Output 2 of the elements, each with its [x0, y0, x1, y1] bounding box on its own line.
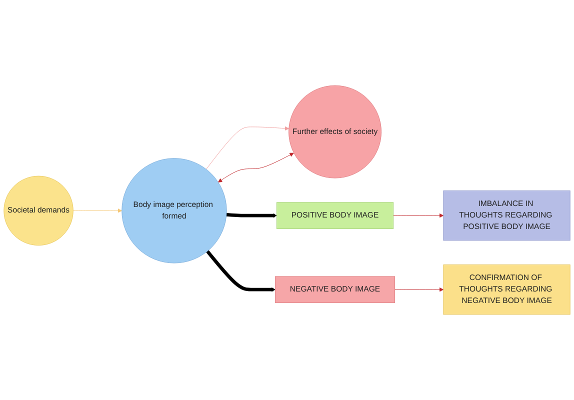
arrow	[206, 250, 276, 292]
arrow	[226, 212, 277, 218]
